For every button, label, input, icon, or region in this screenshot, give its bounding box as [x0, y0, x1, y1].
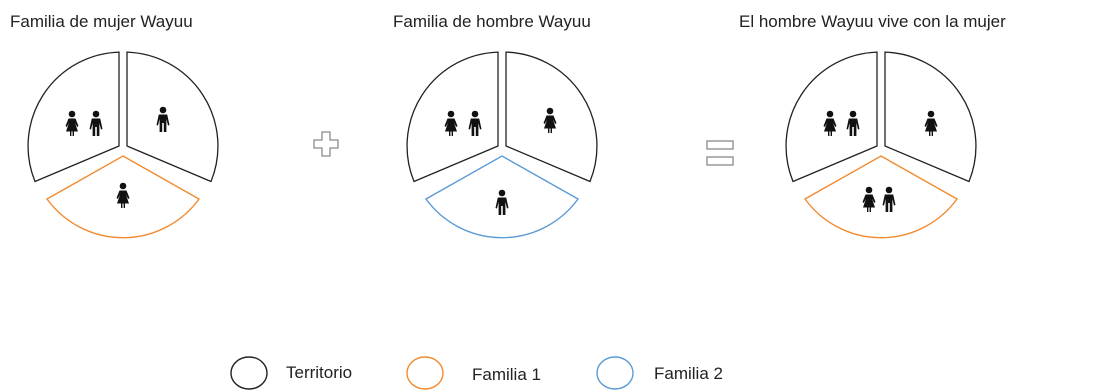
plus-icon	[313, 131, 339, 157]
title-woman-family: Familia de mujer Wayuu	[10, 12, 193, 31]
family2-sector	[424, 155, 580, 239]
result-diagram	[785, 51, 977, 239]
woman-family-diagram	[27, 51, 219, 239]
legend-familia2-label: Familia 2	[654, 364, 723, 383]
legend-territorio-swatch	[230, 356, 268, 390]
title-man-family: Familia de hombre Wayuu	[393, 12, 591, 31]
territory-sector-right	[126, 51, 219, 183]
man-family-diagram	[406, 51, 598, 239]
family1-sector	[803, 155, 959, 239]
title-result: El hombre Wayuu vive con la mujer	[739, 12, 1006, 31]
legend-familia2-swatch	[596, 356, 634, 390]
legend-familia1-swatch	[406, 356, 444, 390]
legend-territorio-label: Territorio	[286, 363, 353, 382]
legend	[230, 356, 634, 390]
legend-familia1-label: Familia 1	[472, 365, 541, 384]
equals-icon	[706, 140, 734, 166]
